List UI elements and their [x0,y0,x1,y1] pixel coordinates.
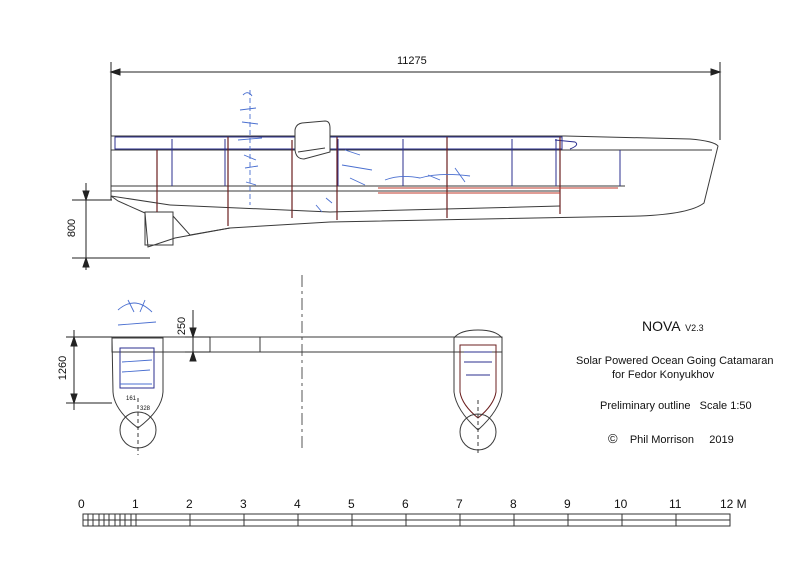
description-line1: Solar Powered Ocean Going Catamaran [576,355,774,367]
scale-tick: 8 [510,497,517,511]
scale-tick: 9 [564,497,571,511]
scale-tick: 11 [669,497,682,511]
scale-tick: 5 [348,497,355,511]
scale-tick: 1 [132,497,139,511]
right-hull-section [454,330,502,455]
status-text: Preliminary outline [600,400,691,412]
scale-tick: 12 M [720,497,747,511]
description-line2: for Fedor Konyukhov [612,369,715,381]
scale-tick: 10 [614,497,628,511]
beam-height-label: 1260 [57,355,70,381]
deck-clearance-label: 250 [176,316,189,336]
hatch-canopy [295,121,330,159]
scale-tick: 0 [78,497,85,511]
scale-tick: 2 [186,497,193,511]
title-block: NOVA V2.3 Solar Powered Ocean Going Cata… [560,315,780,455]
status-row: Preliminary outline Scale 1:50 [600,400,752,412]
left-hull-section [112,338,163,455]
project-version: V2.3 [685,323,704,333]
draft-dimension-line [72,183,150,270]
pencil-sketch-side [238,90,470,212]
cabin-windows [115,137,620,186]
scale-text: Scale 1:50 [699,400,752,412]
section-mark-a: 161 [126,396,137,402]
copyright-symbol: © [608,431,618,446]
structural-frames [157,137,560,226]
hull-outline [111,136,718,247]
author-year: 2019 [709,434,734,446]
beam-height-dimension-line [66,330,112,410]
overall-length-label: 11275 [397,55,427,67]
deck-clearance-dimension-line [185,310,210,362]
scale-tick: 3 [240,497,247,511]
pencil-sketch-front [118,300,156,384]
waterline-marks [378,188,618,193]
scale-tick: 7 [456,497,463,511]
project-name: NOVA [642,318,681,334]
draft-label: 800 [66,218,79,238]
author-row: © Phil Morrison 2019 [608,431,734,446]
scale-tick: 6 [402,497,409,511]
section-mark-b: 328 [140,406,151,412]
scale-tick: 4 [294,497,301,511]
author-name: Phil Morrison [629,434,695,446]
title-row: NOVA V2.3 [642,318,704,336]
